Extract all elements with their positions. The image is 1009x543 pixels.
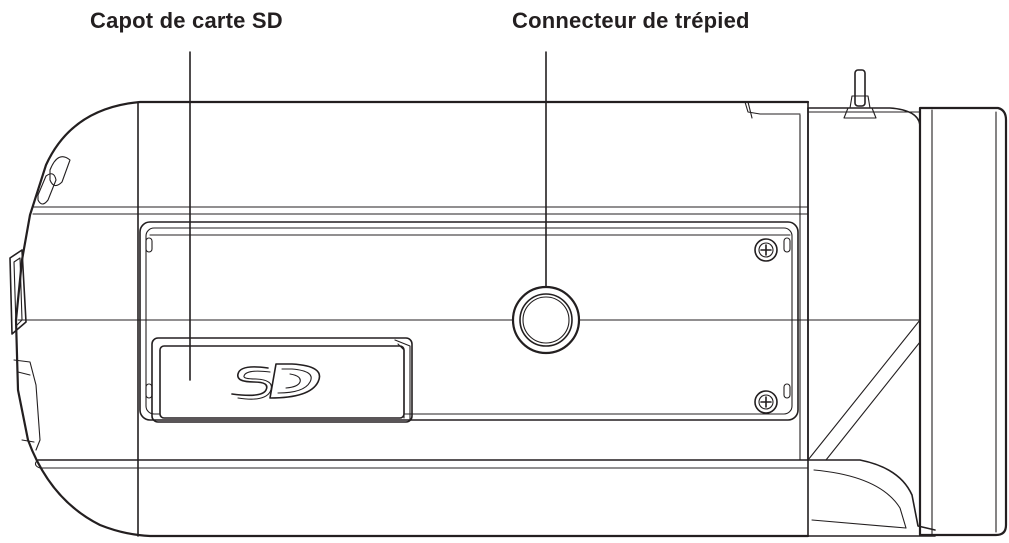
lens-barrel (807, 69, 1008, 537)
callout-label-tripod-connector: Connecteur de trépied (512, 8, 750, 33)
camcorder-body (14, 100, 810, 538)
bottom-cover-plate (139, 221, 799, 421)
sd-card-cover (151, 337, 413, 423)
screw-bottom-right (754, 390, 778, 414)
screw-top-right (754, 238, 778, 262)
callout-label-sd-card-cover: Capot de carte SD (90, 8, 283, 33)
tripod-connector (511, 285, 581, 355)
left-side-controls (9, 156, 71, 451)
sd-logo-icon (231, 363, 321, 400)
